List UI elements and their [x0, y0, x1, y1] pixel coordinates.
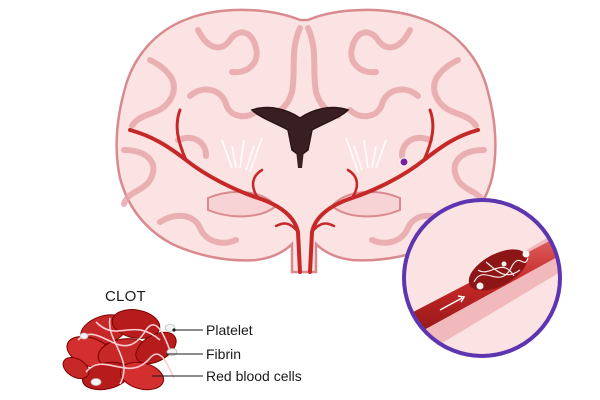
clot-location-marker — [399, 157, 409, 167]
fibrin-strands — [77, 317, 175, 385]
clot-title: CLOT — [105, 288, 146, 305]
label-leader-lines — [152, 329, 203, 377]
red-blood-cells — [62, 309, 177, 391]
label-fibrin: Fibrin — [206, 346, 242, 362]
lateral-ventricles — [250, 106, 350, 157]
clot-illustration — [62, 309, 203, 391]
magnifier-ring — [402, 198, 562, 358]
label-platelet: Platelet — [206, 322, 253, 338]
label-red-blood-cells: Red blood cells — [206, 368, 302, 384]
magnified-artery-view — [402, 198, 562, 358]
brain-coronal-section — [115, 8, 497, 274]
cerebral-arteries — [128, 108, 480, 274]
